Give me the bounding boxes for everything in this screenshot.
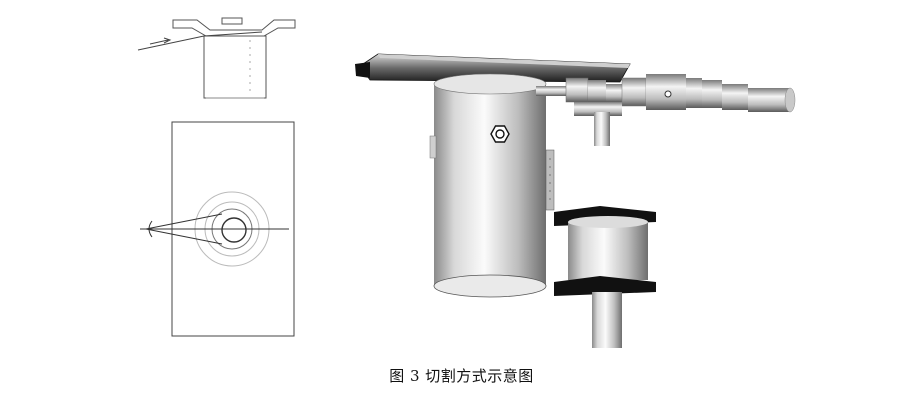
main-cylinder [434,84,546,286]
hole [221,217,247,243]
wire-loop [145,213,223,245]
hex-nut-icon [490,125,510,143]
apparatus-3d [355,53,796,348]
figure-caption: 图 3 切割方式示意图 [389,367,534,385]
top-view-drawing [140,121,295,337]
spindle-tool [536,74,796,146]
side-view-drawing [137,17,296,99]
support-rod [592,292,622,348]
workpiece-profile [172,19,296,37]
tab-notch [221,17,243,25]
small-cylinder [568,222,648,280]
cutting-wire [137,31,263,51]
side-body [203,35,267,99]
